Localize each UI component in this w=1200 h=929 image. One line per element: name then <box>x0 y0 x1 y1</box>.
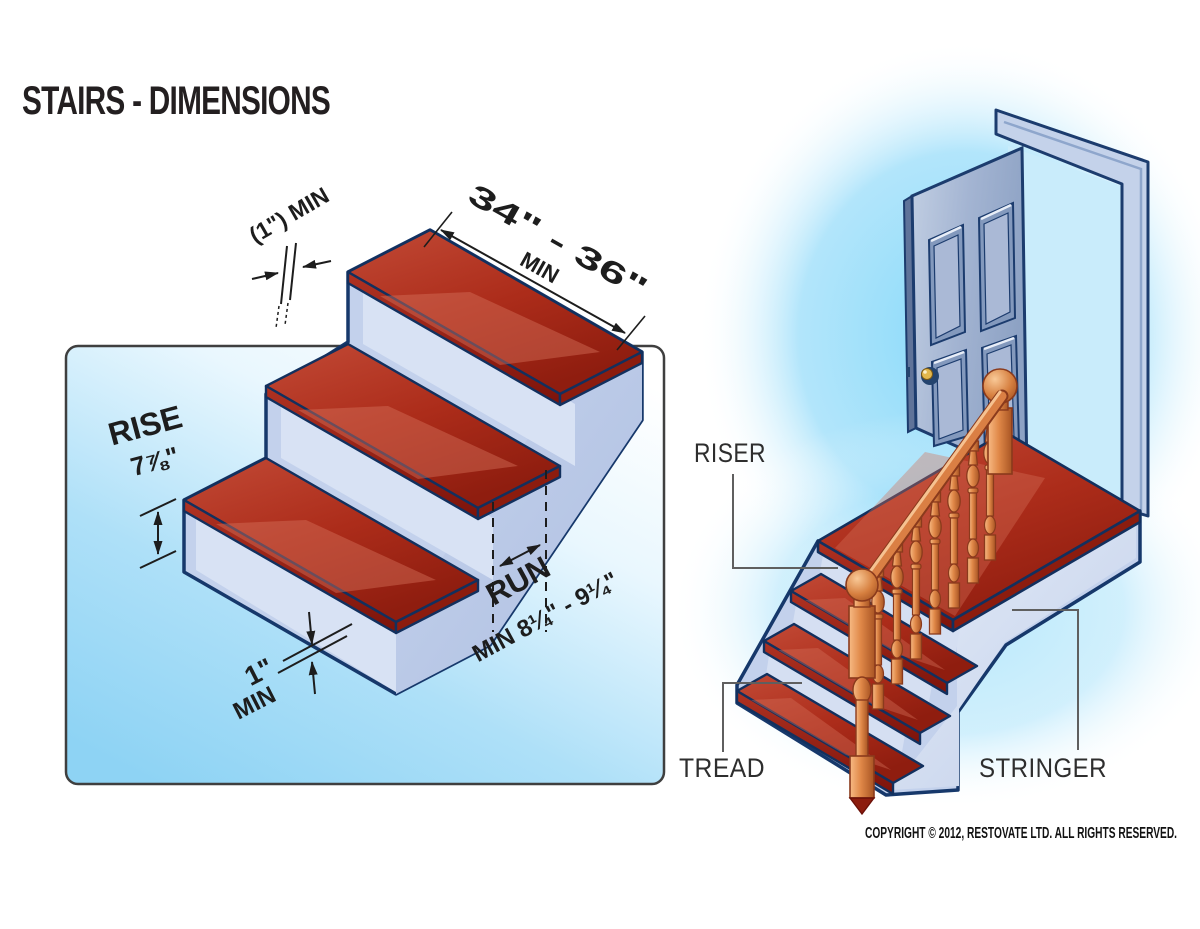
tread <box>264 342 562 521</box>
page-title: STAIRS - DIMENSIONS <box>22 79 330 123</box>
stringer-leader <box>1012 609 1079 750</box>
balustrade <box>845 368 1018 816</box>
nosing-bottom-annotation <box>277 611 353 695</box>
tread-sheen <box>298 406 518 479</box>
tread <box>182 456 480 635</box>
door-lock-plate <box>906 367 910 377</box>
right-illustration: RISER TREAD STRINGER <box>670 40 1200 816</box>
tread-label: TREAD <box>679 753 765 783</box>
callouts <box>722 474 1079 752</box>
riser-face-bottom <box>196 510 396 692</box>
riser-leader <box>732 474 838 569</box>
tread-leader <box>722 682 802 752</box>
door-frame-molding <box>1003 120 1143 510</box>
nosing-top-label: (1") MIN <box>245 182 334 248</box>
riser-face-mid <box>281 396 493 580</box>
riser-label: RISER <box>694 438 766 468</box>
door-knob <box>921 368 933 380</box>
handrail <box>859 389 1009 591</box>
stair-width-annotation <box>423 211 646 351</box>
riser-face-top <box>363 282 575 466</box>
stringer-face <box>891 526 1136 790</box>
stair-side-face <box>396 352 642 694</box>
rise-annotation <box>139 498 177 569</box>
copyright-text: COPYRIGHT © 2012, RESTOVATE LTD. ALL RIG… <box>865 825 1177 842</box>
left-staircase <box>182 228 644 696</box>
tread-sheen <box>216 520 436 593</box>
stringer-label: STRINGER <box>979 753 1107 783</box>
doorway-interior <box>1008 146 1122 505</box>
nosing-top-annotation <box>251 242 332 329</box>
door-knob-highlight <box>923 370 927 374</box>
newel-post-lower <box>845 568 879 816</box>
run-annotation <box>492 470 547 632</box>
